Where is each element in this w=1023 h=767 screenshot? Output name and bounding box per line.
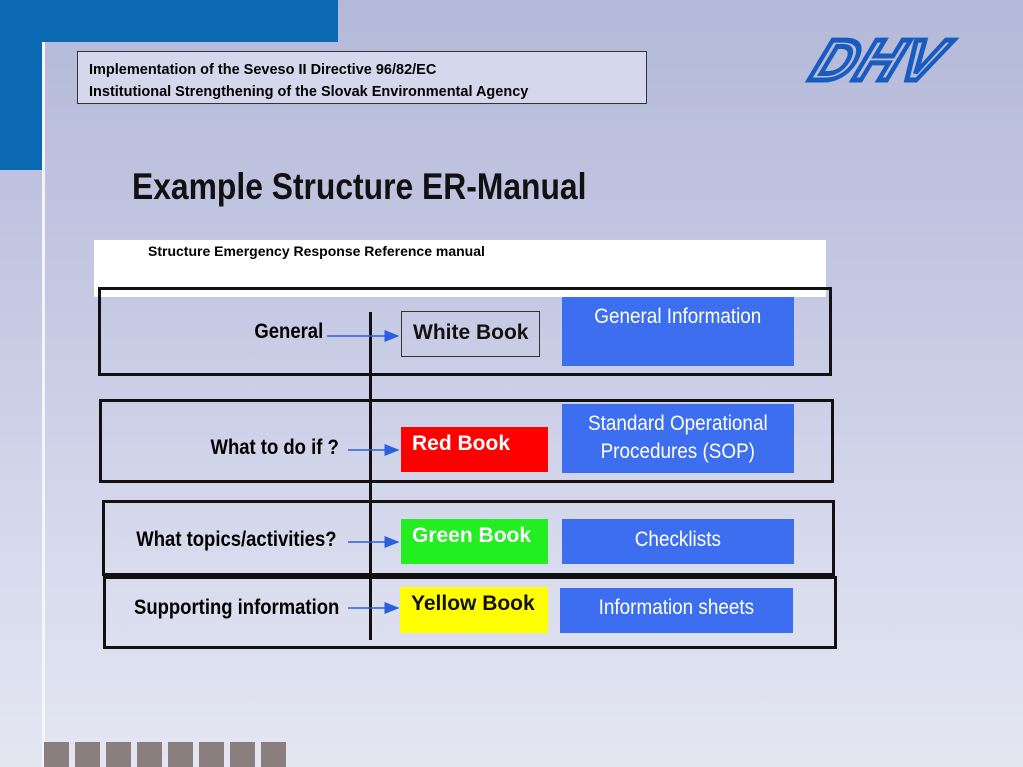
logo-text: DHV — [803, 30, 960, 88]
spine-line — [369, 312, 372, 640]
footer-square — [137, 742, 162, 767]
page-title: Example Structure ER-Manual — [132, 166, 587, 207]
desc-yellow-text: Information sheets — [598, 596, 755, 619]
question-green: What topics/activities? — [136, 528, 337, 551]
footer-square — [44, 742, 69, 767]
desc-green: Checklists — [562, 519, 794, 564]
yellow-book: Yellow Book — [400, 587, 548, 633]
diagram-subtitle: Structure Emergency Response Reference m… — [148, 243, 485, 259]
row-box-green — [102, 500, 835, 576]
footer-square — [199, 742, 224, 767]
desc-red-line2: Procedures (SOP) — [600, 440, 756, 463]
dhv-logo: DHV — [800, 30, 962, 88]
row-box-general — [98, 287, 832, 376]
white-book: White Book — [401, 311, 540, 357]
desc-yellow: Information sheets — [560, 588, 793, 633]
footer-square — [230, 742, 255, 767]
green-book: Green Book — [401, 519, 548, 564]
footer-square — [75, 742, 100, 767]
vertical-divider — [42, 42, 45, 767]
desc-general: General Information — [562, 297, 794, 366]
footer-squares — [44, 742, 286, 767]
red-book: Red Book — [401, 427, 548, 472]
footer-square — [261, 742, 286, 767]
question-general: General — [254, 320, 323, 343]
question-yellow: Supporting information — [133, 596, 339, 619]
footer-square — [106, 742, 131, 767]
desc-red: Standard Operational Procedures (SOP) — [562, 404, 794, 473]
desc-red-line1: Standard Operational — [588, 412, 768, 435]
question-red: What to do if ? — [210, 436, 339, 459]
header-line-1: Implementation of the Seveso II Directiv… — [89, 62, 437, 78]
row-box-red — [99, 399, 834, 483]
left-accent-bar — [0, 42, 42, 170]
header-box: Implementation of the Seveso II Directiv… — [77, 51, 647, 104]
desc-general-text: General Information — [594, 305, 762, 328]
top-accent-bar — [0, 0, 338, 42]
row-box-yellow — [103, 576, 837, 649]
footer-square — [168, 742, 193, 767]
desc-green-text: Checklists — [634, 528, 722, 551]
header-line-2: Institutional Strengthening of the Slova… — [89, 84, 529, 100]
